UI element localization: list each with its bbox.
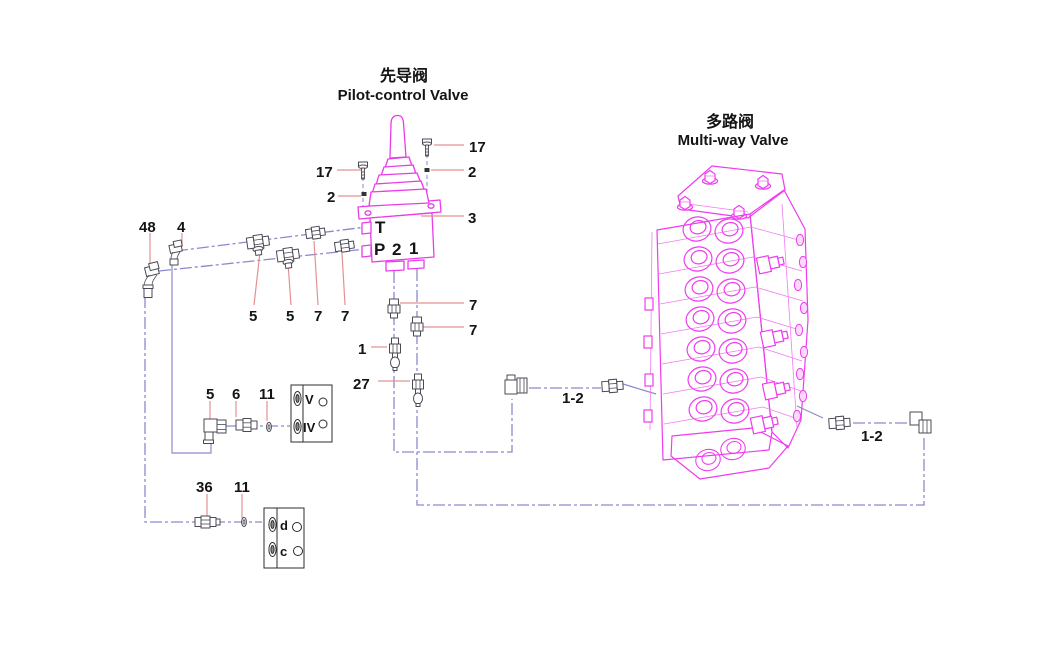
callout-3: 3 xyxy=(468,210,476,227)
fitting-7-a xyxy=(304,225,327,241)
callout-11-a: 11 xyxy=(259,386,275,403)
callout-4: 4 xyxy=(177,219,186,236)
callout-6: 6 xyxy=(232,386,240,403)
callout-7-d: 7 xyxy=(469,322,477,339)
part-callouts: 17 2 17 2 3 48 4 5 5 7 7 7 7 1 27 5 6 11… xyxy=(139,139,883,496)
washer-11-a xyxy=(266,421,272,433)
pilot-valve-title-en: Pilot-control Valve xyxy=(338,87,469,104)
fitting-12-right xyxy=(828,415,851,431)
callout-11-b: 11 xyxy=(234,479,250,496)
callout-1-2-right: 1-2 xyxy=(861,428,883,445)
valve-right-edge-details xyxy=(792,233,809,423)
screw-17-right xyxy=(422,138,432,157)
port-label-d: d xyxy=(280,518,288,533)
washer-11-b xyxy=(241,516,247,528)
multi-way-valve-title-en: Multi-way Valve xyxy=(678,132,789,149)
callout-5-a: 5 xyxy=(249,308,257,325)
callout-1: 1 xyxy=(358,341,366,358)
callout-17-left: 17 xyxy=(316,164,333,181)
port-label-1: 1 xyxy=(409,239,418,258)
port-label-p: P xyxy=(374,240,385,259)
callout-5-c: 5 xyxy=(206,386,214,403)
pilot-valve-title-zh: 先导阀 xyxy=(380,66,428,85)
fitting-5-tee-b xyxy=(275,246,302,270)
callout-1-2-left: 1-2 xyxy=(562,390,584,407)
washer-2-right xyxy=(424,168,430,172)
valve-port-rings xyxy=(679,213,753,427)
fitting-12-left xyxy=(601,378,624,394)
fitting-27 xyxy=(412,373,424,407)
callout-17-right: 17 xyxy=(469,139,486,156)
port-labels: T P 2 1 V IV d c xyxy=(280,218,418,559)
callout-27: 27 xyxy=(353,376,370,393)
fitting-1 xyxy=(389,337,401,371)
lower-port-block xyxy=(263,507,305,569)
port-label-2: 2 xyxy=(392,240,401,259)
pilot-control-valve-drawing xyxy=(357,114,442,272)
port-label-c: c xyxy=(280,544,287,559)
callout-5-b: 5 xyxy=(286,308,294,325)
port-label-t: T xyxy=(375,218,386,237)
callout-2-right: 2 xyxy=(468,164,476,181)
fitting-5-tee-a xyxy=(245,233,272,257)
callout-7-a: 7 xyxy=(314,308,322,325)
fittings xyxy=(142,138,932,529)
fitting-36 xyxy=(194,515,221,529)
port-label-iv: IV xyxy=(303,420,316,435)
fitting-6 xyxy=(235,418,258,432)
fitting-7-c xyxy=(387,298,401,319)
washer-2-left xyxy=(361,192,367,196)
callout-2-left: 2 xyxy=(327,189,335,206)
upper-port-block xyxy=(290,384,333,443)
fitting-5-elbow xyxy=(203,418,227,444)
port-label-v: V xyxy=(305,392,314,407)
multi-way-valve-drawing xyxy=(643,165,809,480)
fitting-4-elbow xyxy=(168,239,183,266)
callout-leader-lines xyxy=(149,144,464,518)
multi-way-valve-title-zh: 多路阀 xyxy=(706,112,754,131)
callout-36: 36 xyxy=(196,479,213,496)
callout-7-b: 7 xyxy=(341,308,349,325)
fitting-7-d xyxy=(410,316,424,337)
callout-7-c: 7 xyxy=(469,297,477,314)
fitting-elbow-12-right xyxy=(909,411,932,434)
fitting-elbow-12-left xyxy=(504,374,528,395)
titles: 先导阀 Pilot-control Valve 多路阀 Multi-way Va… xyxy=(338,66,789,149)
callout-48: 48 xyxy=(139,219,156,236)
fitting-48-elbow xyxy=(142,261,160,298)
